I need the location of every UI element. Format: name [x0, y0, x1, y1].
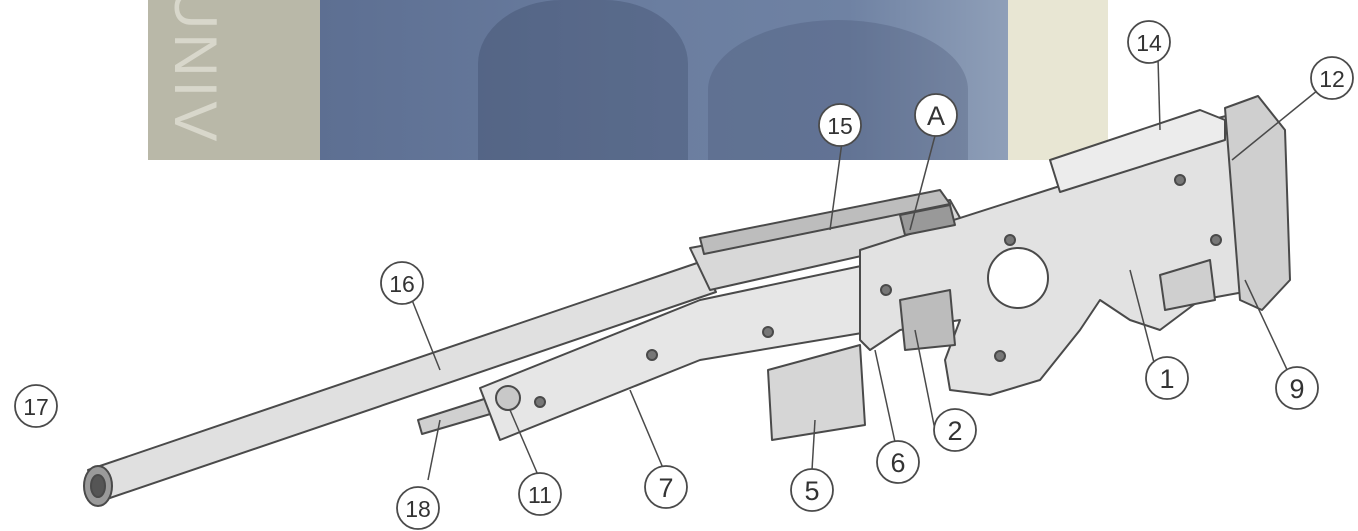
- screw: [495, 385, 521, 411]
- trigger-guard: [899, 289, 956, 351]
- scope-rail: [699, 189, 951, 255]
- screw: [880, 284, 892, 296]
- screw: [1210, 234, 1222, 246]
- screw: [994, 350, 1006, 362]
- photo-figure-shade: [478, 0, 688, 160]
- callout-2: 2: [947, 416, 962, 446]
- screw: [762, 326, 774, 338]
- background-photo: UNIV: [148, 0, 1108, 160]
- callout-18: 18: [405, 496, 431, 522]
- callout-9: 9: [1289, 374, 1304, 404]
- callout-15: 15: [827, 113, 853, 139]
- callout-16: 16: [389, 271, 415, 297]
- magazine: [767, 344, 866, 441]
- screw: [1004, 234, 1016, 246]
- callout-14: 14: [1136, 30, 1162, 56]
- callout-5: 5: [804, 476, 819, 506]
- screw: [646, 349, 658, 361]
- butt-pad: [1224, 95, 1291, 311]
- photo-side-panel: UNIV: [148, 0, 320, 160]
- bolt-handle: [899, 204, 956, 236]
- callout-17: 17: [23, 394, 49, 420]
- thumbhole: [987, 247, 1049, 309]
- photo-light-area: [1008, 0, 1108, 160]
- callout-1: 1: [1159, 364, 1174, 394]
- callout-A: A: [927, 101, 945, 131]
- callout-6: 6: [890, 448, 905, 478]
- callout-7: 7: [658, 473, 673, 503]
- cheek-piece: [1049, 109, 1226, 193]
- screw: [1174, 174, 1186, 186]
- callout-12: 12: [1319, 66, 1345, 92]
- screw: [534, 396, 546, 408]
- rear-monopod: [1159, 259, 1216, 311]
- callout-11: 11: [528, 482, 552, 508]
